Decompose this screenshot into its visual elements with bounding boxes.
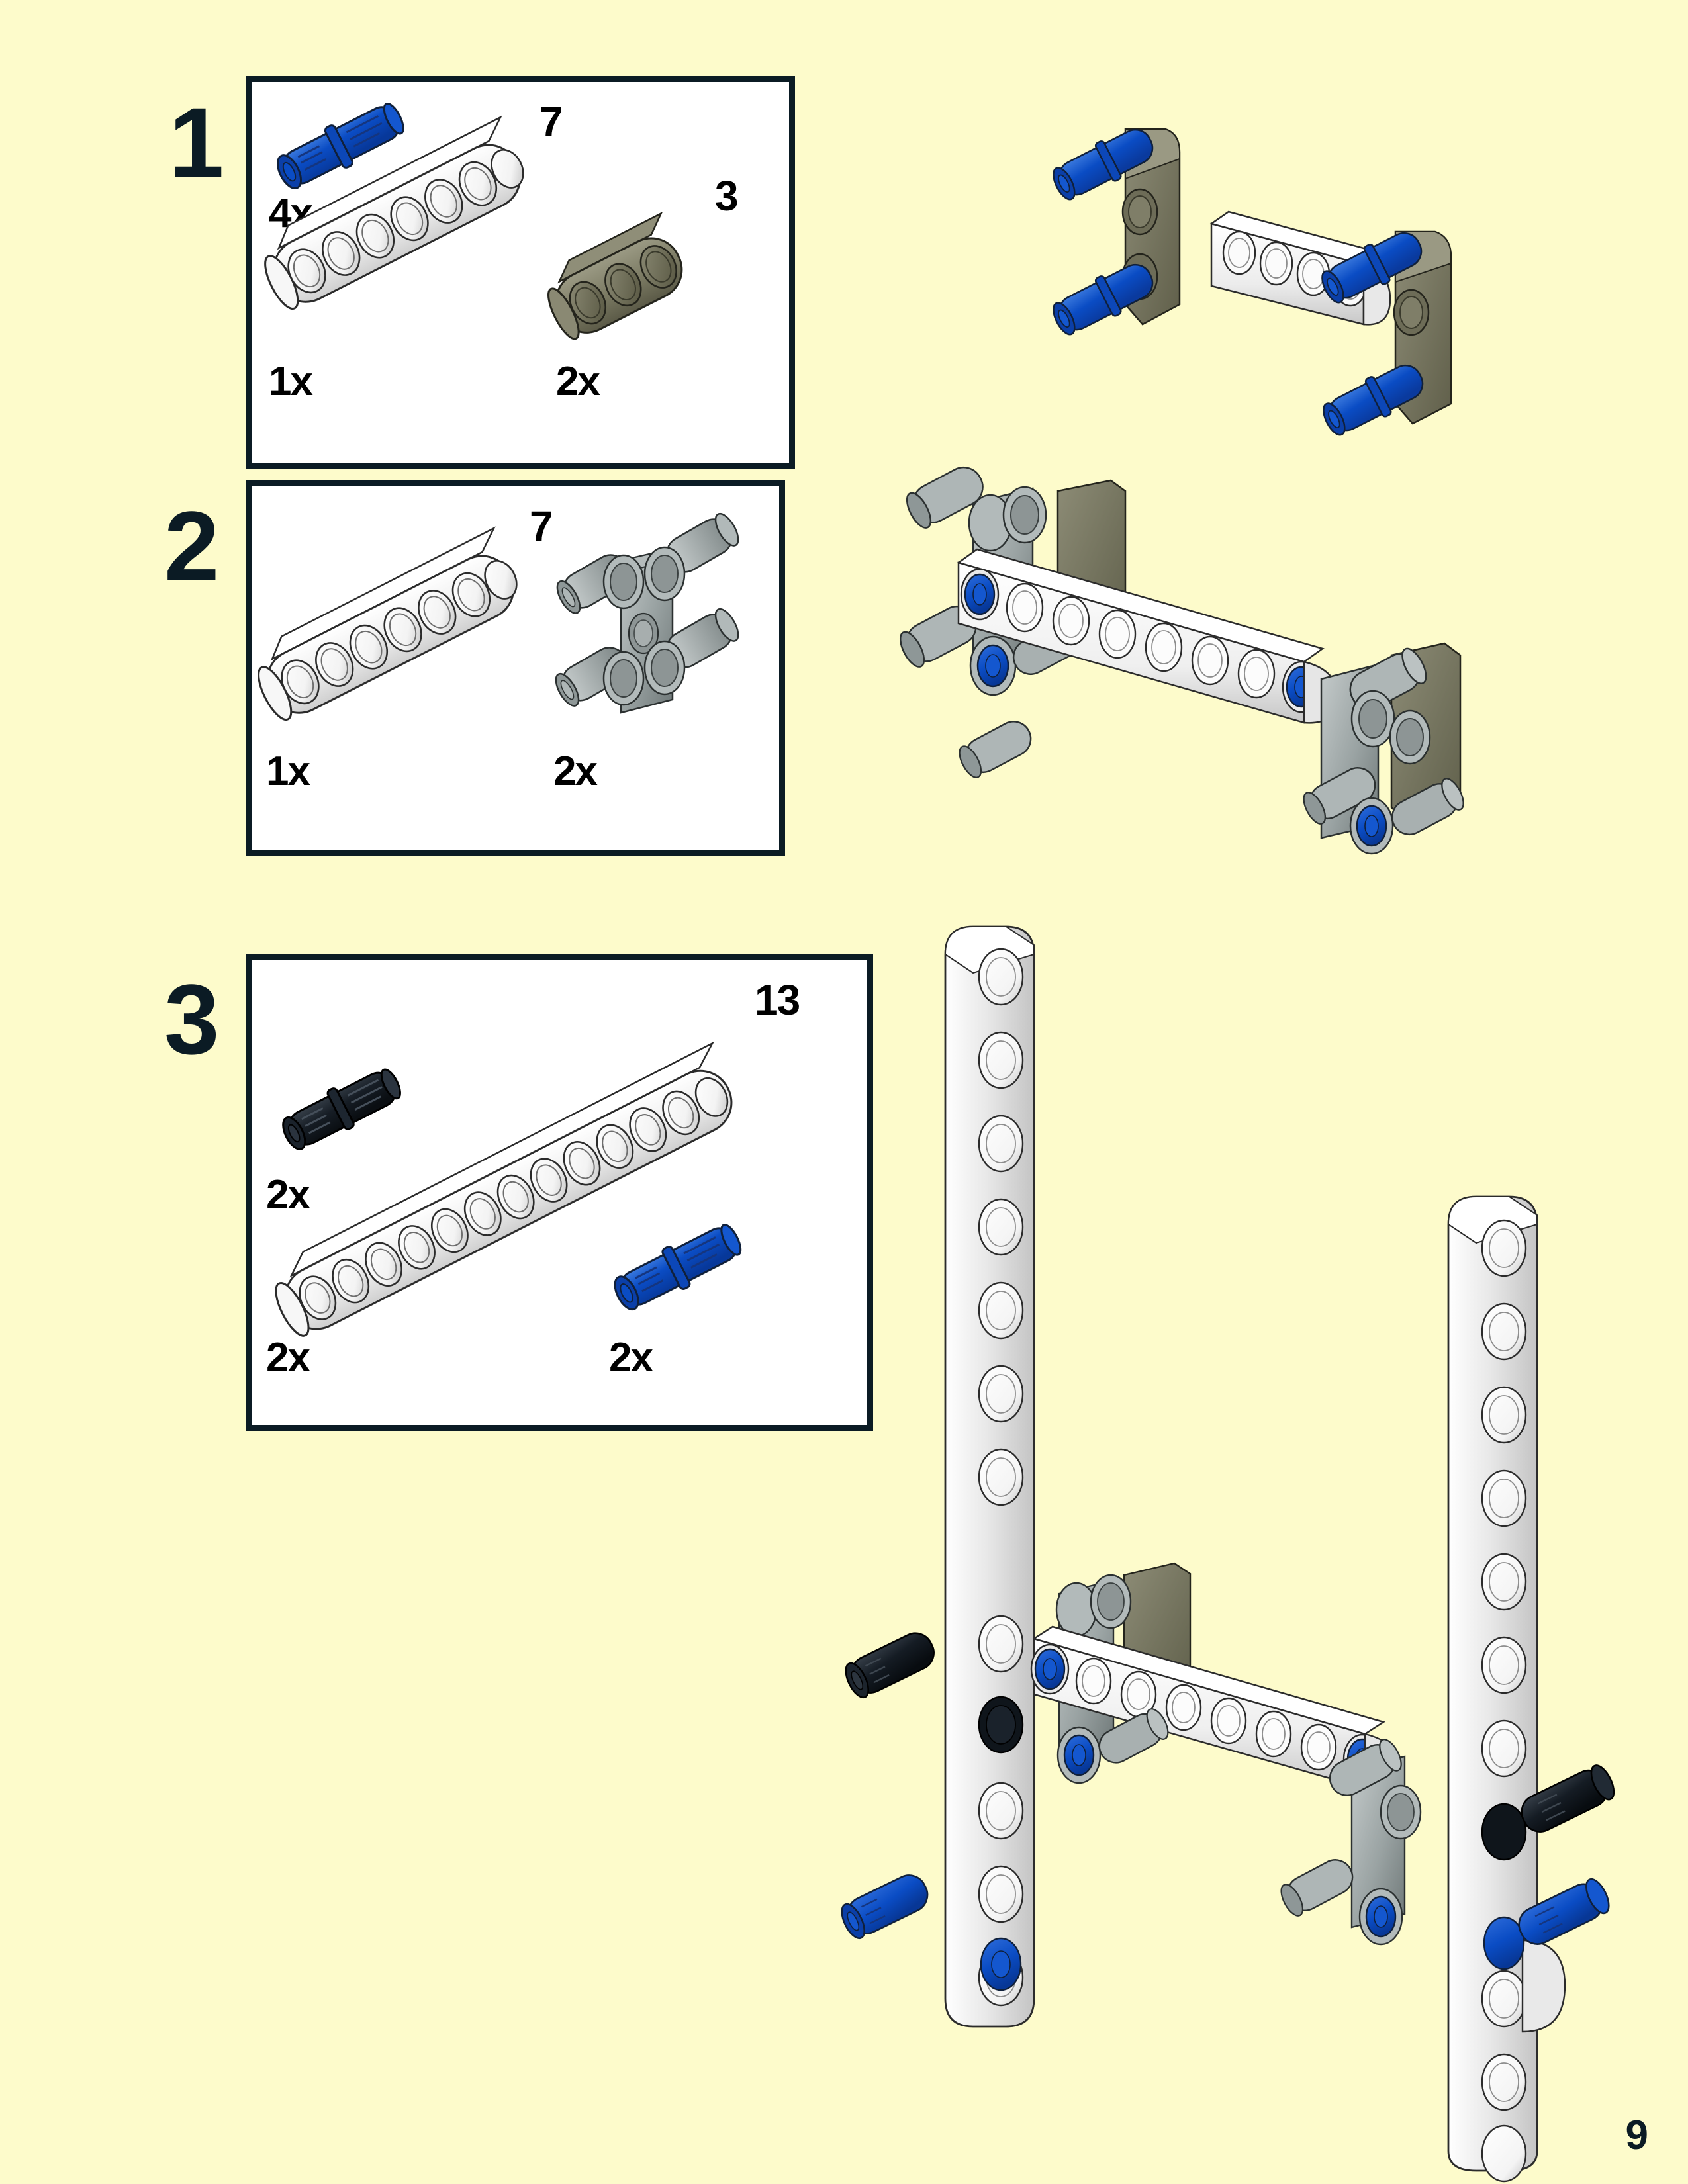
- assembly-blue-pin-1: [1053, 128, 1154, 201]
- step-1-parts-box: 4x 7: [246, 76, 795, 469]
- step-1-part-3-length: 3: [715, 172, 739, 220]
- step-3-parts-box: 13 2x: [246, 954, 873, 1431]
- assembly-blue-pin-3: [1321, 232, 1423, 304]
- dark-tan-liftarm-3-icon: [536, 211, 735, 340]
- step-2-part-1-length: 7: [530, 502, 553, 550]
- step-2-assembly: [880, 463, 1542, 874]
- white-liftarm-13-icon: [245, 1041, 801, 1344]
- page-number: 9: [1625, 2113, 1648, 2158]
- step-1-part-3-count: 2x: [556, 359, 600, 404]
- assembly2-white-beam: [957, 548, 1338, 724]
- assembly-blue-pin-4: [1323, 364, 1424, 436]
- assembly2-right-cluster: [1303, 642, 1464, 855]
- blue-friction-pin-icon: [602, 1222, 755, 1314]
- step-number-2: 2: [164, 490, 219, 602]
- step-1-part-2-length: 7: [539, 98, 563, 146]
- assembly-blue-pin-2: [1053, 263, 1154, 336]
- gray-double-pin-connector-icon: [543, 512, 755, 738]
- step-2-parts-box: 7: [246, 480, 785, 856]
- assembly3-black-pin-right: [1481, 1764, 1615, 1861]
- assembly3-blue-pin-left: [841, 1874, 1022, 1991]
- white-liftarm-7-icon: [258, 115, 569, 314]
- step-2-part-1-count: 1x: [266, 749, 310, 794]
- step-3-part-3-count: 2x: [609, 1335, 653, 1381]
- assembly3-black-pin-upper-left: [845, 1632, 1024, 1754]
- assembly3-blue-pin-right: [1483, 1878, 1610, 2033]
- step-3-assembly: [841, 913, 1688, 2183]
- step-number-1: 1: [169, 87, 224, 198]
- assembly3-left-vertical-beam: [944, 925, 1035, 2028]
- assembly3-subassembly: [1030, 1562, 1422, 1946]
- step-3-part-2-count: 2x: [266, 1335, 310, 1381]
- assembly3-right-vertical-beam: [1447, 1195, 1538, 2183]
- step-1-assembly: [993, 106, 1536, 437]
- blue-friction-pin-icon: [265, 103, 417, 189]
- step-1-part-2-count: 1x: [269, 359, 313, 404]
- white-liftarm-7-icon: [252, 526, 563, 725]
- step-3-part-2-length: 13: [755, 976, 800, 1024]
- step-3-part-1-count: 2x: [266, 1172, 310, 1218]
- black-friction-pin-icon: [271, 1063, 417, 1156]
- step-2-part-2-count: 2x: [553, 749, 598, 794]
- step-number-3: 3: [164, 964, 219, 1075]
